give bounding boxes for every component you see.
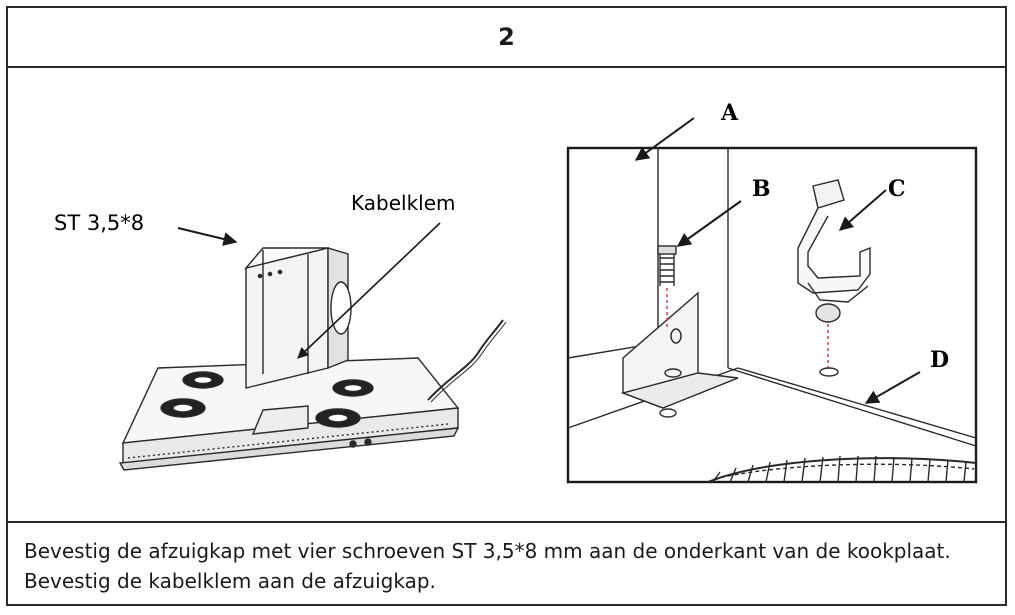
step-number: 2 bbox=[498, 23, 515, 51]
arrow-d bbox=[864, 371, 921, 404]
screw-arrow bbox=[177, 227, 238, 246]
instruction-caption: Bevestig de afzuigkap met vier schroeven… bbox=[24, 539, 951, 593]
arrow-b bbox=[676, 200, 742, 247]
illustration-area: ST 3,5*8 Kabelklem bbox=[8, 68, 1005, 523]
clamp-arrow bbox=[297, 222, 441, 359]
instruction-card: 2 bbox=[6, 6, 1007, 606]
label-b: B bbox=[752, 176, 771, 202]
step-header: 2 bbox=[8, 8, 1005, 68]
label-d: D bbox=[930, 347, 949, 373]
arrow-c bbox=[838, 189, 887, 231]
burner-rings bbox=[160, 371, 374, 428]
illustration-svg: ST 3,5*8 Kabelklem bbox=[54, 100, 978, 484]
screw-label: ST 3,5*8 bbox=[54, 211, 144, 235]
label-a: A bbox=[720, 100, 739, 126]
arrow-a bbox=[634, 117, 695, 161]
label-c: C bbox=[888, 176, 906, 202]
cooktop-overview-drawing bbox=[118, 247, 507, 471]
mounting-detail-drawing bbox=[566, 146, 978, 484]
clamp-label: Kabelklem bbox=[351, 191, 456, 215]
